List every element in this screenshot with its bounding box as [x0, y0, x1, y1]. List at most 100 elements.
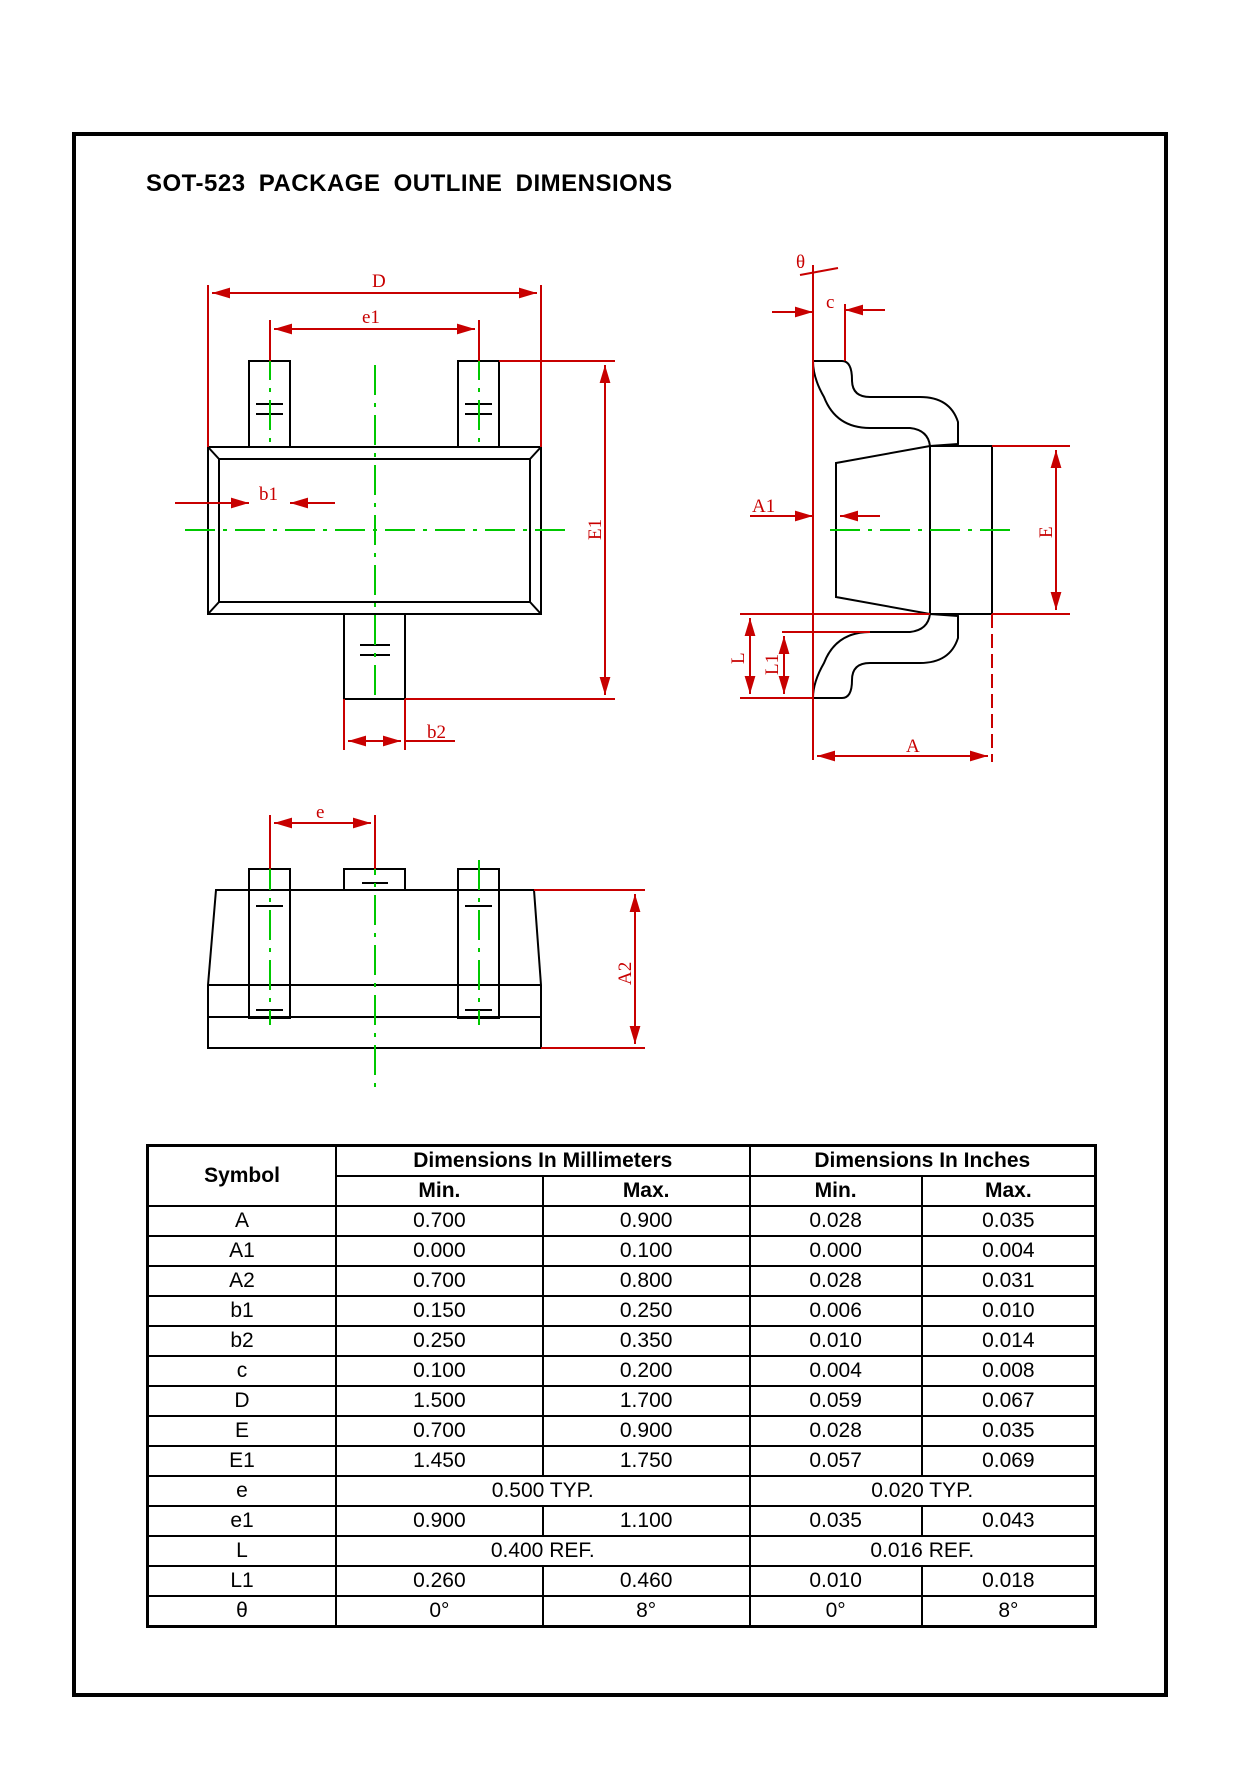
cell-mm-typ: 0.400 REF. [335, 1535, 751, 1567]
side-lead-lower [811, 612, 959, 699]
front-lead-right [457, 868, 500, 1019]
cell-mm-typ: 0.500 TYP. [335, 1475, 751, 1507]
header-inches: Dimensions In Inches [748, 1144, 1097, 1177]
cell-mm-min: 0.150 [335, 1295, 544, 1327]
cell-in-min: 0.028 [748, 1205, 923, 1237]
cell-symbol: D [146, 1385, 337, 1417]
cell-in-max: 0.043 [920, 1505, 1097, 1537]
cell-mm-min: 0.000 [335, 1235, 544, 1267]
cell-mm-min: 0.700 [335, 1415, 544, 1447]
bottom-lead [343, 613, 406, 700]
side-lead-upper [811, 360, 959, 448]
cell-in-max: 0.018 [920, 1565, 1097, 1597]
cell-in-min: 0.028 [748, 1265, 923, 1297]
cell-symbol: e [146, 1475, 337, 1507]
cell-symbol: E [146, 1415, 337, 1447]
cell-symbol: b2 [146, 1325, 337, 1357]
package-drawing: D e1 b1 E1 b2 θ c A1 E L L1 A [175, 252, 1070, 1090]
header-symbol: Symbol [146, 1144, 337, 1207]
top-body-inner [218, 458, 531, 603]
cell-in-max: 0.004 [920, 1235, 1097, 1267]
cell-in-min: 0.000 [748, 1235, 923, 1267]
cell-in-max: 0.010 [920, 1295, 1097, 1327]
front-view-centerlines [269, 845, 480, 1090]
cell-in-typ: 0.016 REF. [748, 1535, 1097, 1567]
cell-mm-min: 0.700 [335, 1265, 544, 1297]
top-view-dimensions [175, 285, 615, 750]
cell-mm-max: 0.200 [541, 1355, 751, 1387]
header-mm-max: Max. [541, 1175, 751, 1207]
cell-symbol: A2 [146, 1265, 337, 1297]
header-in-max: Max. [920, 1175, 1097, 1207]
page-title: SOT-523 PACKAGE OUTLINE DIMENSIONS [146, 170, 673, 197]
cell-in-min: 0° [748, 1595, 923, 1628]
cell-in-max: 0.014 [920, 1325, 1097, 1357]
dimension-table: Symbol Dimensions In Millimeters Dimensi… [146, 1144, 1097, 1628]
cell-mm-max: 0.100 [541, 1235, 751, 1267]
cell-in-min: 0.010 [748, 1565, 923, 1597]
label-E1: E1 [585, 519, 606, 540]
cell-mm-max: 1.700 [541, 1385, 751, 1417]
cell-mm-min: 0.250 [335, 1325, 544, 1357]
top-view-centerlines [185, 350, 565, 700]
label-c: c [826, 292, 834, 313]
cell-in-typ: 0.020 TYP. [748, 1475, 1097, 1507]
label-e: e [316, 802, 324, 823]
cell-symbol: A1 [146, 1235, 337, 1267]
label-e1: e1 [362, 307, 380, 328]
cell-symbol: L [146, 1535, 337, 1567]
label-b2: b2 [427, 722, 446, 743]
cell-in-max: 0.067 [920, 1385, 1097, 1417]
cell-in-min: 0.004 [748, 1355, 923, 1387]
header-mm-min: Min. [335, 1175, 544, 1207]
front-view-dimensions [269, 815, 645, 1049]
cell-mm-max: 0.900 [541, 1415, 751, 1447]
cell-symbol: E1 [146, 1445, 337, 1477]
cell-mm-min: 0° [335, 1595, 544, 1628]
cell-in-min: 0.010 [748, 1325, 923, 1357]
cell-symbol: e1 [146, 1505, 337, 1537]
cell-mm-min: 0.700 [335, 1205, 544, 1237]
label-E: E [1036, 526, 1057, 538]
cell-in-min: 0.035 [748, 1505, 923, 1537]
cell-in-min: 0.057 [748, 1445, 923, 1477]
side-view-dimensions [740, 265, 1070, 762]
cell-in-min: 0.059 [748, 1385, 923, 1417]
cell-symbol: A [146, 1205, 337, 1237]
cell-in-max: 8° [920, 1595, 1097, 1628]
cell-in-max: 0.031 [920, 1265, 1097, 1297]
cell-mm-min: 0.900 [335, 1505, 544, 1537]
label-A: A [906, 736, 920, 757]
cell-symbol: L1 [146, 1565, 337, 1597]
label-D: D [372, 271, 386, 292]
cell-mm-min: 0.100 [335, 1355, 544, 1387]
cell-in-min: 0.006 [748, 1295, 923, 1327]
cell-in-max: 0.069 [920, 1445, 1097, 1477]
cell-in-min: 0.028 [748, 1415, 923, 1447]
label-theta: θ [796, 252, 805, 273]
label-b1: b1 [259, 484, 278, 505]
cell-in-max: 0.035 [920, 1415, 1097, 1447]
cell-mm-max: 0.900 [541, 1205, 751, 1237]
label-A2: A2 [615, 962, 636, 985]
cell-mm-max: 1.100 [541, 1505, 751, 1537]
cell-symbol: c [146, 1355, 337, 1387]
cell-symbol: θ [146, 1595, 337, 1628]
label-L: L [728, 652, 749, 664]
dim-theta-line [799, 267, 839, 276]
header-in-min: Min. [748, 1175, 923, 1207]
